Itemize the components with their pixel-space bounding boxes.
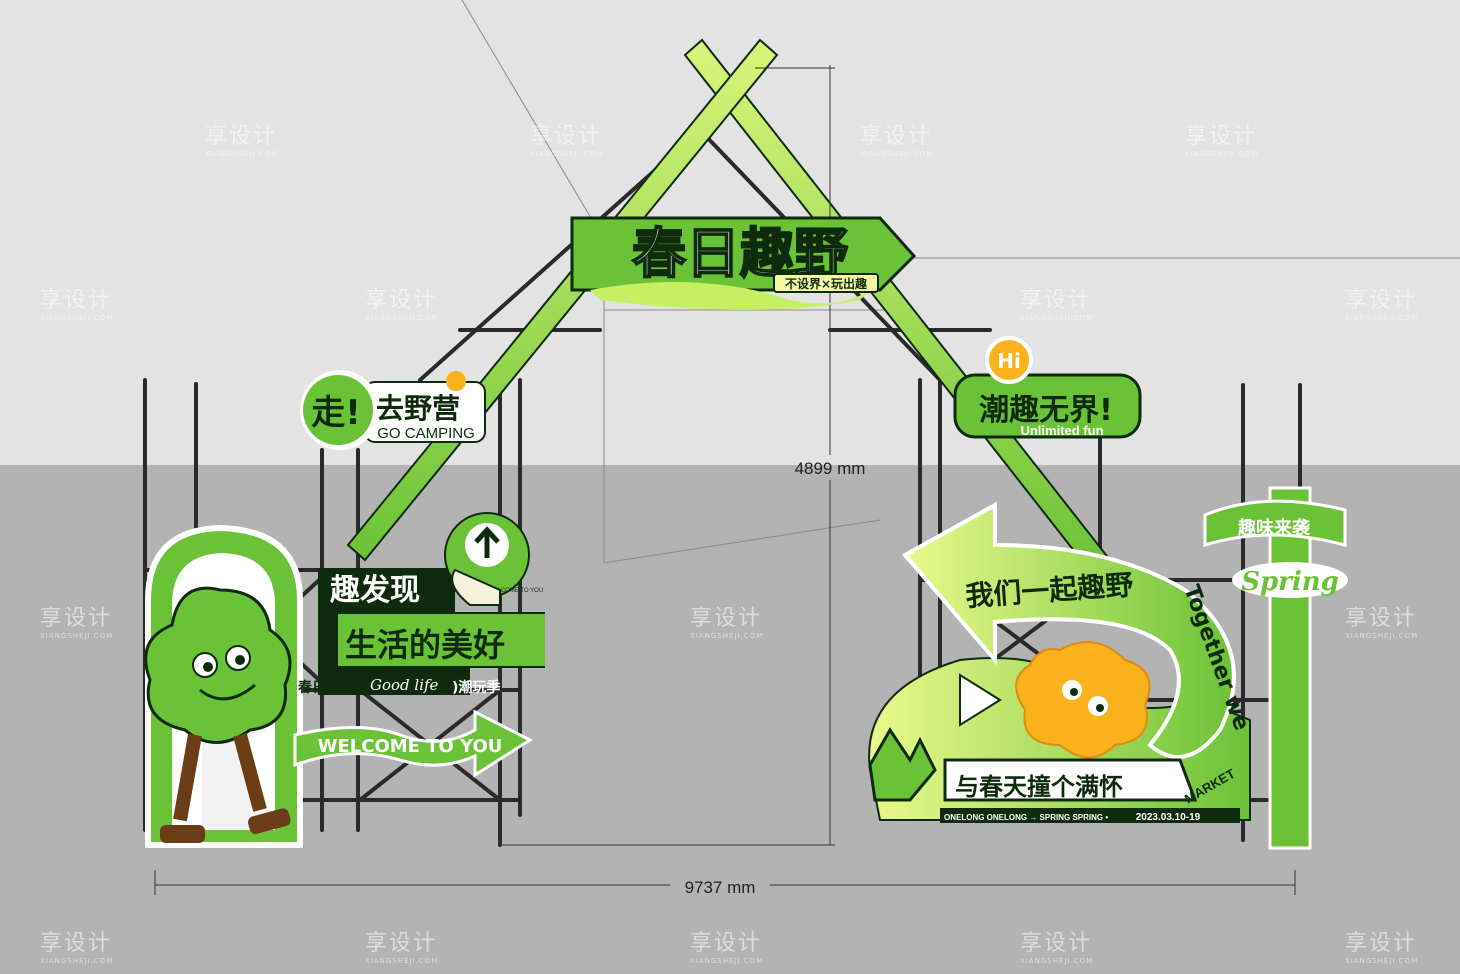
sun-icon (446, 371, 466, 391)
cheers-text: 与春天撞个满怀 (955, 773, 1123, 801)
arch-sign: 春日趣野 不设界×玩出趣 (570, 216, 917, 310)
camping-title: 去野营 (376, 392, 460, 425)
camping-english: GO CAMPING (377, 425, 475, 442)
left-mascot-board (144, 524, 303, 848)
right-post: 趣味来袭 Spring (1203, 486, 1348, 850)
camping-sign: 走! 去野营 GO CAMPING (300, 370, 486, 450)
peace-hand-icon (868, 727, 937, 802)
up-arrow-icon (474, 526, 500, 558)
discover-sign: 趣发现 生活的美好 春日( Good life )潮玩季 (297, 568, 545, 696)
height-dimension: 4899 mm (795, 459, 866, 478)
arch-subtitle: 不设界×玩出趣 (785, 276, 868, 291)
discover-line3-script: Good life (370, 676, 439, 694)
welcome-ribbon: WELCOME TO YOU (293, 709, 534, 778)
camping-stamp: 走! (311, 393, 361, 433)
discover-line3-a: 春日( (297, 679, 332, 696)
welcome-ribbon-text: WELCOME TO YOU (318, 736, 503, 757)
hi-english: Unlimited fun (1020, 423, 1103, 438)
right-panel: 我们一起趣野 Together we 与春天撞个满怀 MARKET ONELON… (868, 501, 1254, 823)
discover-line2: 生活的美好 (345, 626, 505, 664)
discover-line1: 趣发现 (330, 573, 420, 608)
discover-line3-b: )潮玩季 (452, 679, 500, 696)
hi-sign: Hi 潮趣无界! Unlimited fun (953, 336, 1142, 439)
spring-script: Spring (1241, 567, 1339, 597)
hi-title: 潮趣无界! (979, 393, 1113, 428)
perspective-lines (461, 0, 1460, 564)
recycle-icon (959, 673, 1002, 727)
flower-mascot (1015, 641, 1151, 759)
footer-left-text: ONELONG ONELONG → SPRING SPRING • (944, 813, 1108, 822)
hi-badge: Hi (997, 349, 1021, 373)
footer-date: 2023.03.10-19 (1136, 812, 1201, 823)
welcome-badge: WELCOME TO YOU WELCOME TO YOU (431, 512, 543, 606)
dimension-lines (154, 65, 1296, 895)
hand-icon (451, 568, 501, 606)
width-dimension: 9737 mm (685, 878, 756, 897)
right-post-sign: 趣味来袭 (1237, 518, 1311, 539)
